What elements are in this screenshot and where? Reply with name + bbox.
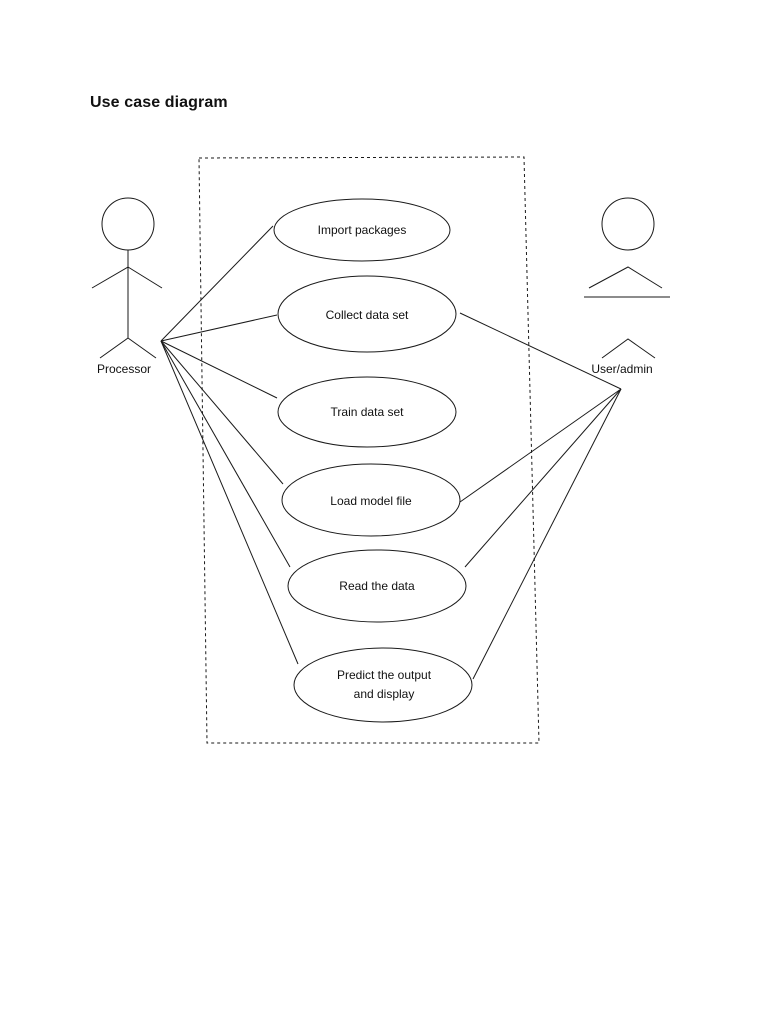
- use-case-label: Read the data: [339, 579, 415, 593]
- use-case-read-the-data[interactable]: Read the data: [287, 549, 467, 623]
- use-case-label: Collect data set: [326, 308, 409, 322]
- actor-processor-left-leg: [99, 337, 129, 359]
- use-case-import-packages[interactable]: Import packages: [273, 198, 451, 262]
- association-processor-import: [160, 225, 274, 342]
- use-case-label: Import packages: [318, 223, 407, 237]
- actor-user-admin[interactable]: User/admin: [584, 197, 670, 376]
- actor-user-label: User/admin: [591, 362, 652, 376]
- page-title: Use case diagram: [90, 94, 228, 111]
- actor-processor-label: Processor: [97, 362, 151, 376]
- association-processor-read: [160, 340, 291, 568]
- use-case-label: Train data set: [331, 405, 405, 419]
- association-user-read: [464, 388, 622, 568]
- system-boundary: [198, 156, 540, 744]
- association-processor-collect: [160, 314, 278, 342]
- actor-processor[interactable]: Processor: [91, 197, 163, 376]
- association-user-collect: [459, 312, 622, 390]
- use-case-collect-data-set[interactable]: Collect data set: [277, 275, 457, 353]
- use-cases: Import packages Collect data set Train d…: [273, 198, 473, 723]
- use-case-label-line-1: Predict the output: [337, 668, 432, 682]
- use-case-train-data-set[interactable]: Train data set: [277, 376, 457, 448]
- use-case-label: Load model file: [330, 494, 412, 508]
- association-processor-load: [160, 340, 284, 485]
- actor-processor-head: [101, 197, 155, 251]
- actor-user-arms: [588, 266, 663, 289]
- association-processor-predict: [160, 340, 299, 665]
- use-case-load-model-file[interactable]: Load model file: [281, 463, 461, 537]
- use-case-predict-output-display[interactable]: Predict the output and display: [293, 647, 473, 723]
- use-case-label-line-2: and display: [354, 687, 415, 701]
- actor-user-head: [601, 197, 655, 251]
- association-user-load: [459, 388, 622, 503]
- actor-user-legs: [601, 338, 656, 359]
- association-user-predict: [472, 388, 622, 680]
- actor-processor-right-arm: [127, 266, 163, 289]
- actor-processor-left-arm: [91, 266, 129, 289]
- association-lines: [160, 225, 622, 680]
- association-processor-train: [160, 340, 278, 399]
- actor-processor-right-leg: [127, 337, 157, 359]
